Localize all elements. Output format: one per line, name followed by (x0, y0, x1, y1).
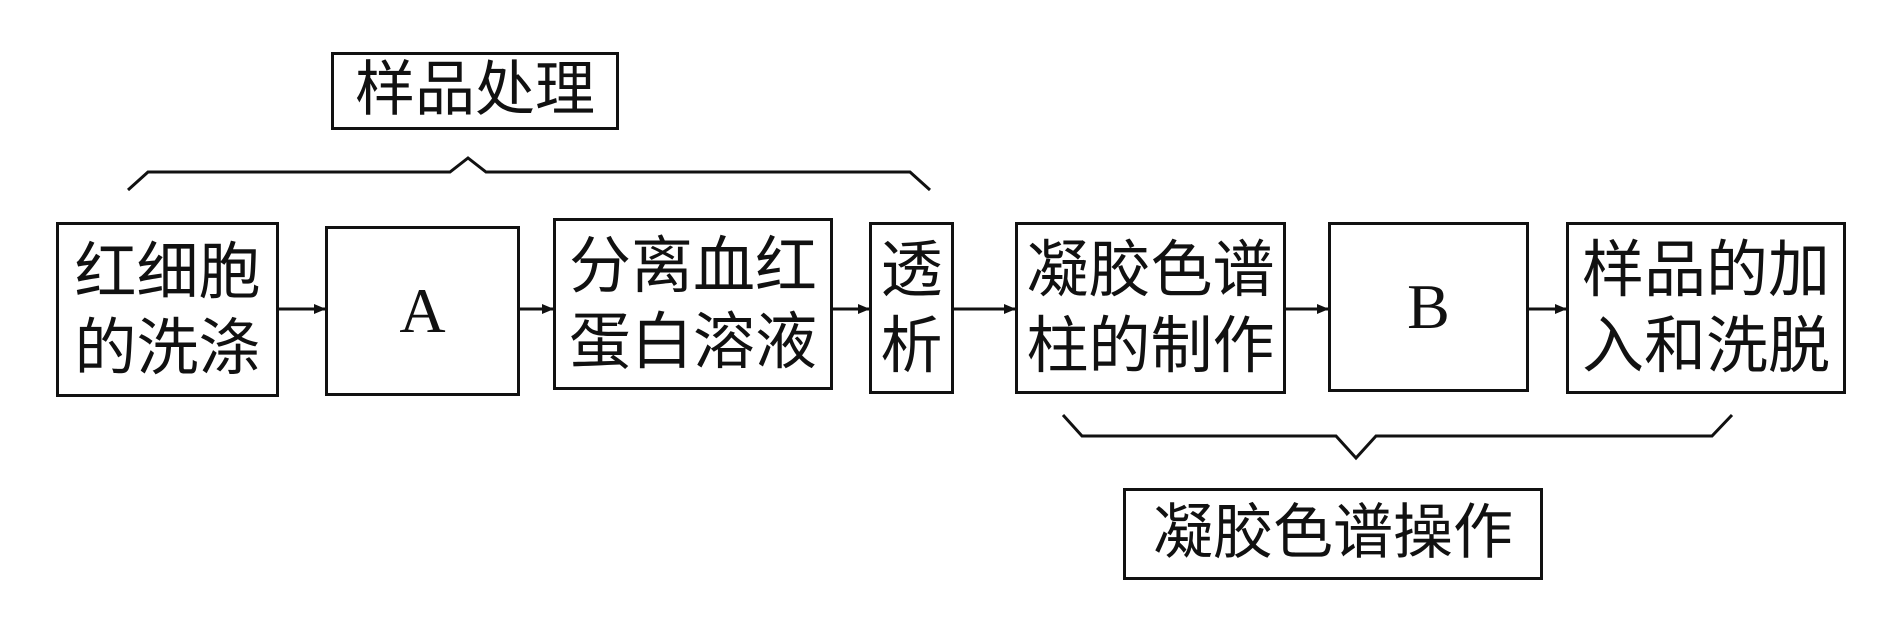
step-label: B (1407, 270, 1450, 342)
top-brace (126, 156, 932, 192)
step-label: 红细胞 的洗涤 (74, 234, 261, 384)
group-gel-chromatography-label: 凝胶色谱操作 (1153, 498, 1513, 569)
step-label: 样品的加 入和洗脱 (1581, 233, 1830, 382)
step-column-preparation: 凝胶色谱 柱的制作 (1015, 222, 1286, 394)
step-separate-hemoglobin: 分离血红 蛋白溶液 (553, 218, 833, 390)
bottom-brace (1061, 413, 1734, 461)
step-label: 透 析 (880, 233, 943, 382)
step-wash-red-cells: 红细胞 的洗涤 (56, 222, 279, 397)
step-label: 凝胶色谱 柱的制作 (1026, 233, 1275, 382)
group-sample-processing: 样品处理 (331, 52, 619, 130)
step-sample-loading-elution: 样品的加 入和洗脱 (1566, 222, 1846, 394)
step-dialysis: 透 析 (869, 222, 954, 394)
step-a: A (325, 226, 520, 396)
group-gel-chromatography: 凝胶色谱操作 (1123, 488, 1543, 580)
step-label: 分离血红 蛋白溶液 (568, 229, 817, 378)
step-b: B (1328, 222, 1529, 392)
step-label: A (399, 274, 446, 346)
group-sample-processing-label: 样品处理 (355, 55, 595, 126)
